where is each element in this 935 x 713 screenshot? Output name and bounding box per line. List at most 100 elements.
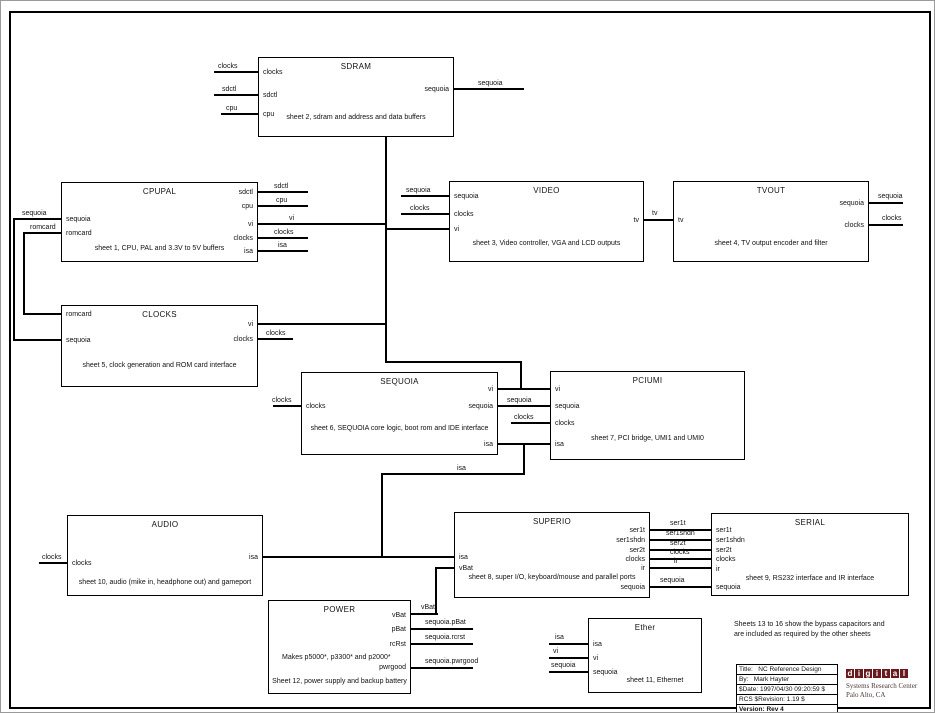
port-sequoia: sequoia [66,216,91,223]
port-sequoia: sequoia [716,584,741,591]
wire-seq-pci-sequoia [498,405,550,407]
block-audio-title: AUDIO [151,520,179,529]
title-block-by: By: Mark Hayter [737,675,837,685]
wire-seq-pci-vi [498,388,550,390]
net-label-clocks: clocks [274,229,294,236]
wire-video-clocks [401,213,449,215]
title-block-revision: RCS $Revision: 1.19 $ [737,695,837,705]
net-label-sdctl: sdctl [222,86,237,93]
port-vbat: vBat [391,612,406,619]
block-ether-caption: sheet 11, Ethernet [626,677,684,684]
logo-org-line2: Palo Alto, CA [846,691,886,699]
port-romcard: romcard [66,311,92,318]
port-sequoia: sequoia [620,584,645,591]
wire-clocks-sequoia [14,339,61,341]
port-vi: vi [593,655,599,662]
wire-vi-jog-v [520,361,522,390]
block-ether: Ether isa vi sequoia sheet 11, Ethernet [588,618,702,693]
net-label-clocks: clocks [42,554,62,561]
port-ser2t: ser2t [716,547,732,554]
block-power-caption: Sheet 12, power supply and backup batter… [272,678,407,685]
net-label-sequoia: sequoia [507,397,532,404]
port-clocks: clocks [625,556,645,563]
block-serial-caption: sheet 9, RS232 interface and IR interfac… [745,575,875,582]
port-clocks: clocks [716,556,736,563]
wire-vbat-top [436,567,454,569]
block-video-caption: sheet 3, Video controller, VGA and LCD o… [472,240,621,247]
wire-vbat-bottom [411,613,438,615]
port-tv: tv [678,217,684,224]
port-isa: isa [249,554,258,561]
title-block-version: Version: Rev 4 [739,706,784,713]
net-label-clocks: clocks [882,215,902,222]
port-vi: vi [487,386,493,393]
block-ether-title: Ether [634,623,656,632]
power-note: Makes p5000*, p3300* and p2000* [282,654,391,661]
block-serial-title: SERIAL [794,518,826,527]
logo-letter: t [882,669,890,678]
port-vi: vi [454,226,460,233]
logo-letter: i [855,669,863,678]
net-label-sequoia: sequoia [660,577,685,584]
wire-sio-sequoia [650,586,711,588]
wire-sdram-clocks [214,71,258,73]
wire-clocks-clocks [258,338,293,340]
net-label-ser2t: ser2t [670,540,686,547]
wire-tv [644,219,673,221]
wire-isa-v2 [381,473,383,558]
wire-video-vi [386,228,449,230]
net-label-clocks: clocks [670,549,690,556]
port-vi: vi [555,386,561,393]
wire-rcrst [411,643,473,645]
block-pciumi-title: PCIUMI [632,376,663,385]
port-vi: vi [247,221,253,228]
block-superio: SUPERIO isa vBat ser1t ser1shdn ser2t cl… [454,512,650,598]
wire-sdram-sequoia [454,88,524,90]
wire-pbat [411,628,473,630]
block-sdram: SDRAM clocks sdctl cpu sequoia sheet 2, … [258,57,454,137]
wire-clocks-vi [258,323,387,325]
block-sequoia-title: SEQUOIA [380,377,419,386]
port-isa: isa [459,554,468,561]
logo-letter: l [900,669,908,678]
port-pwrgood: pwrgood [379,664,406,671]
wire-vi-jog-h [386,361,522,363]
wire-sequoia-clocks [273,405,301,407]
port-sequoia: sequoia [454,193,479,200]
block-cpupal-caption: sheet 1, CPU, PAL and 3.3V to 5V buffers [94,245,225,252]
net-label-sequoia-pwrgood: sequoia.pwrgood [425,658,479,665]
block-sdram-caption: sheet 2, sdram and address and data buff… [286,114,426,121]
wire-tvout-sequoia [869,202,903,204]
wire-ser1shdn [650,539,711,541]
block-clocks: CLOCKS romcard sequoia vi clocks sheet 5… [61,305,258,387]
wire-isa-h [382,473,525,475]
block-tvout: TVOUT tv sequoia clocks sheet 4, TV outp… [673,181,869,262]
port-clocks: clocks [555,420,575,427]
wire-cpupal-sequoia [14,218,61,220]
port-cpu: cpu [241,203,253,210]
net-label-sequoia: sequoia [478,80,503,87]
block-superio-title: SUPERIO [532,517,572,526]
port-sequoia: sequoia [66,337,91,344]
net-label-sequoia-pbat: sequoia.pBat [425,619,466,626]
port-sdctl: sdctl [238,189,253,196]
wire-cpupal-sdctl [258,191,308,193]
wire-ether-sequoia [549,671,588,673]
net-label-cpu: cpu [276,197,288,204]
net-label-isa: isa [278,242,287,249]
wire-cpupal-isa [258,250,308,252]
net-label-ir: ir [674,558,678,565]
port-sequoia: sequoia [839,200,864,207]
block-sdram-title: SDRAM [340,62,372,71]
net-label-isa: isa [457,465,466,472]
net-label-ser1shdn: ser1shdn [666,530,695,537]
wire-ser2t [650,549,711,551]
logo-letter: i [873,669,881,678]
logo-letter: d [846,669,854,678]
block-pciumi: PCIUMI vi sequoia clocks isa sheet 7, PC… [550,371,745,460]
port-sequoia: sequoia [468,403,493,410]
net-label-cpu: cpu [226,105,238,112]
port-clocks: clocks [233,235,253,242]
net-label-clocks: clocks [410,205,430,212]
